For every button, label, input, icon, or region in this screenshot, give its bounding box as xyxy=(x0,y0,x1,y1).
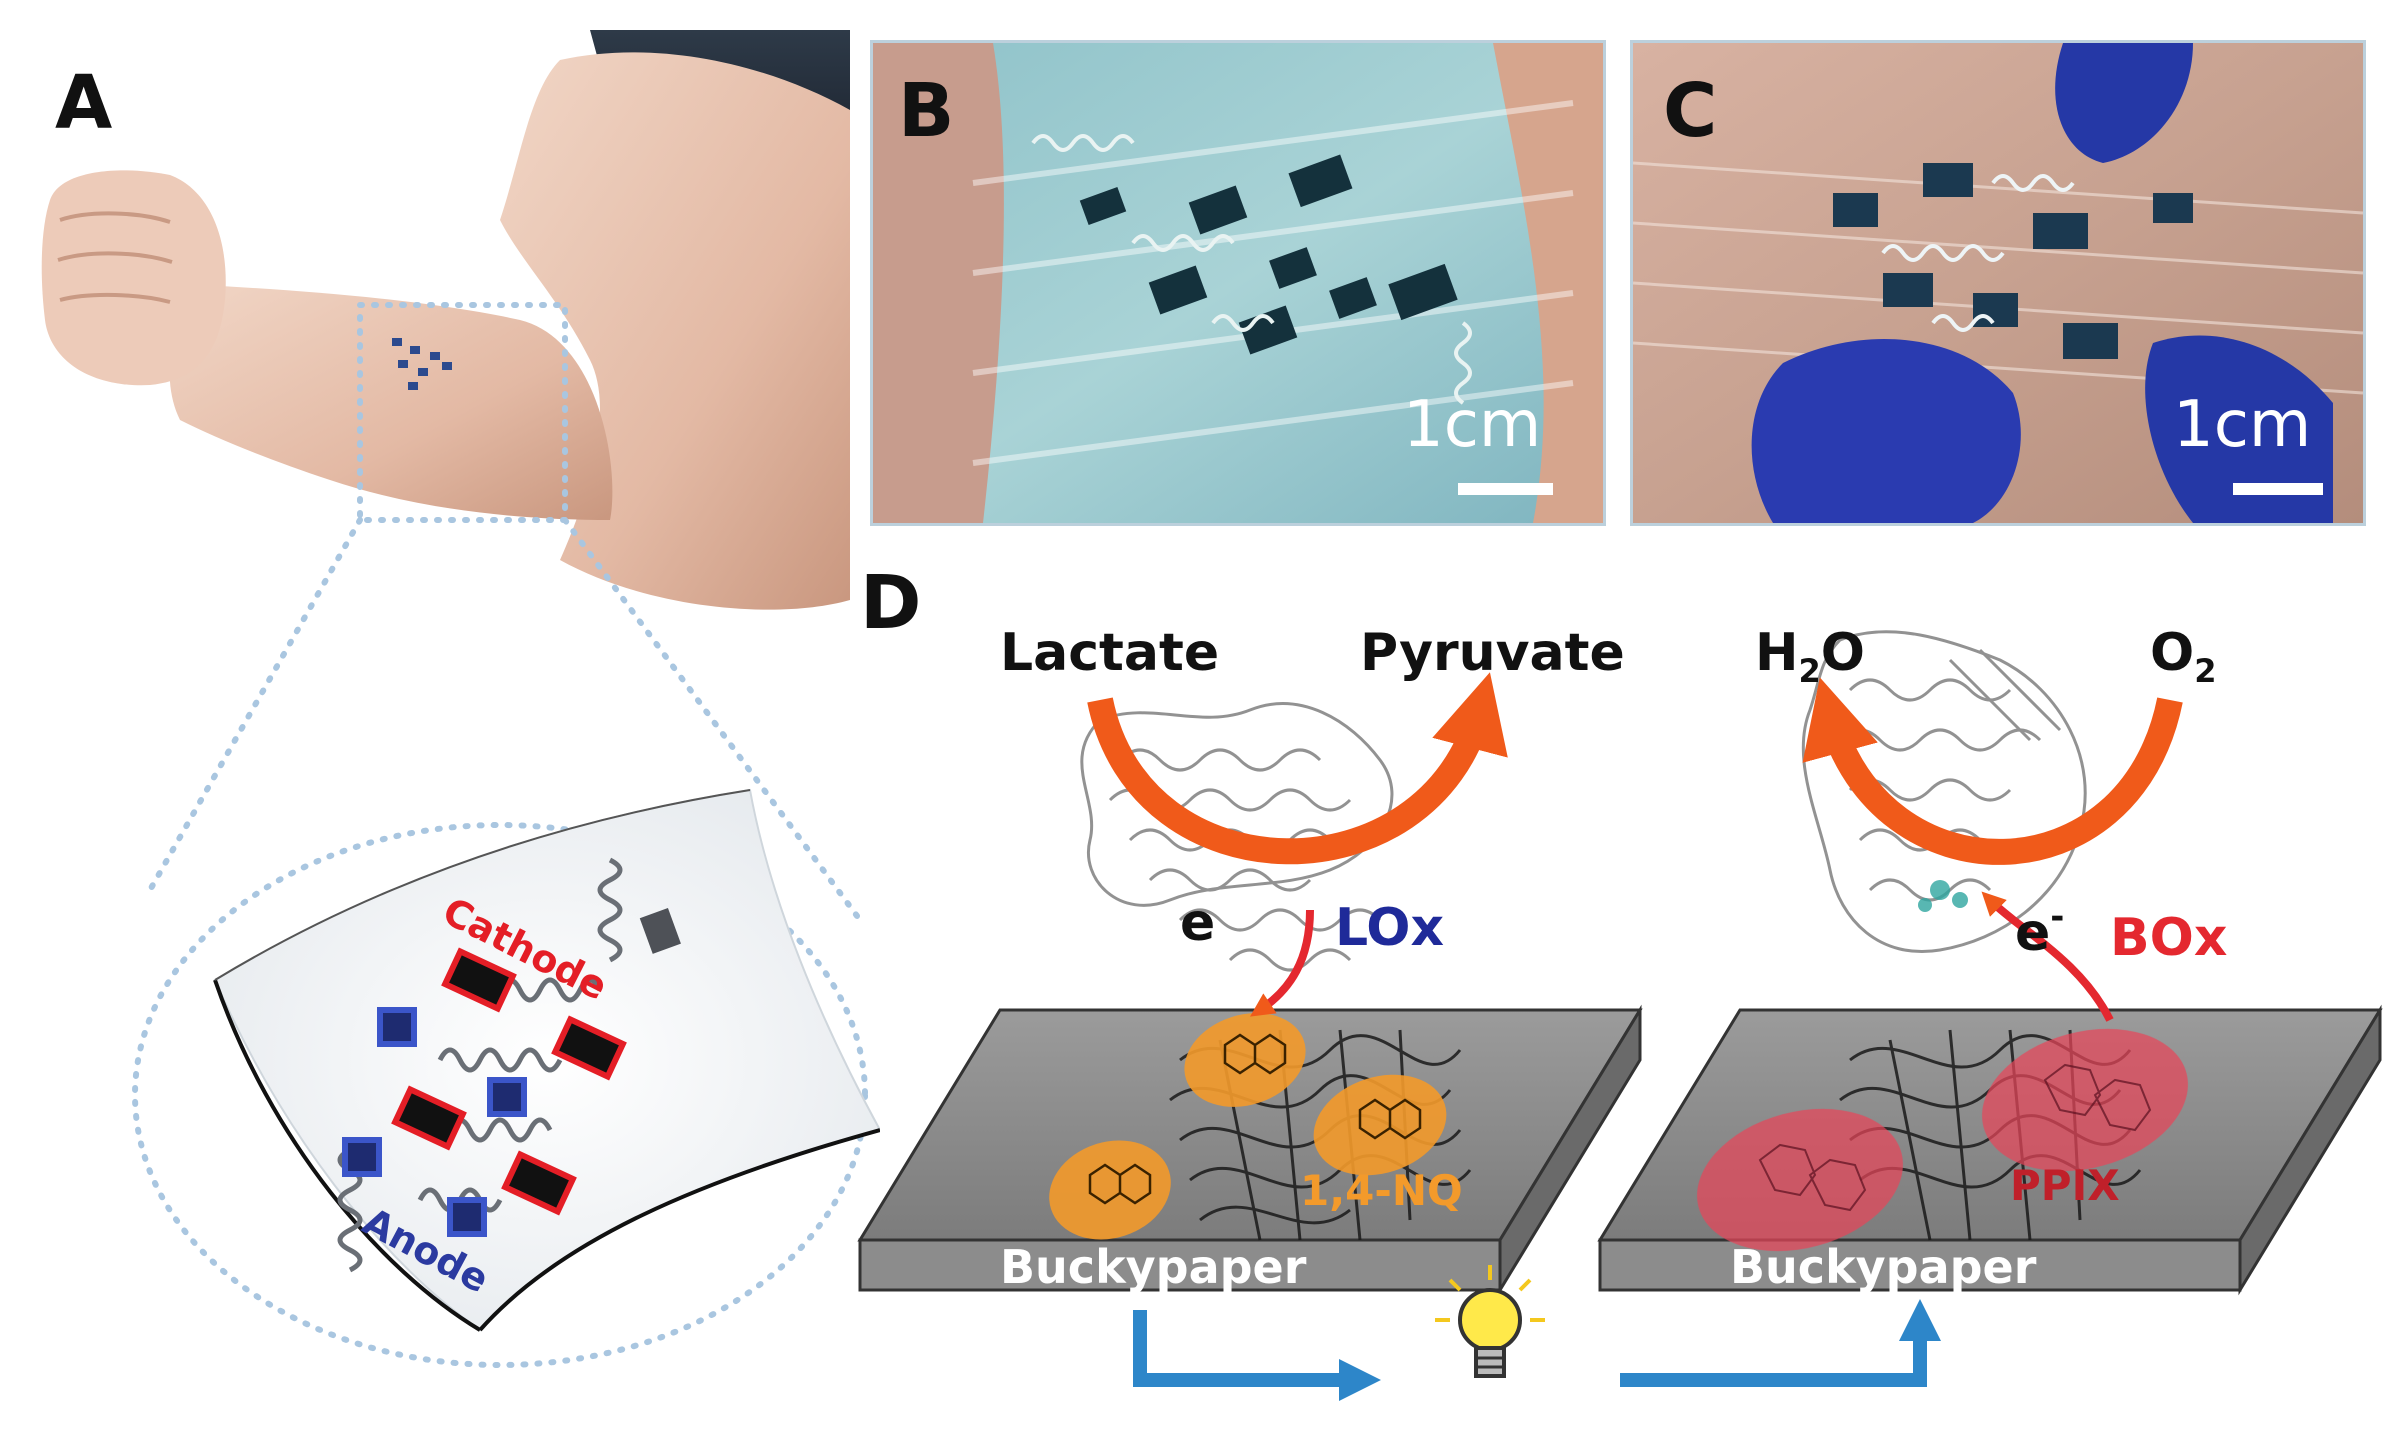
left-protein-structure xyxy=(1080,702,1394,972)
lox-label: LOx xyxy=(1335,898,1444,958)
panel-c-letter: C xyxy=(1663,68,1718,154)
stretched-device-image xyxy=(873,43,1603,523)
panel-c-scale-label: 1cm xyxy=(2173,388,2312,462)
ppix-label: PPIX xyxy=(2010,1161,2120,1210)
panel-a: A xyxy=(0,0,880,1433)
right-buckypaper-label: Buckypaper xyxy=(1730,1240,2037,1294)
left-electron-label: e xyxy=(1180,893,1215,953)
nq-label: 1,4-NQ xyxy=(1300,1166,1463,1215)
panel-b-photo: B 1cm xyxy=(870,40,1606,526)
device-schematic: Cathode Anode xyxy=(132,517,880,1368)
panel-c-scale-bar xyxy=(2233,483,2323,495)
lactate-label: Lactate xyxy=(1000,623,1219,683)
twisted-device-image xyxy=(1633,43,2363,523)
arm-photo xyxy=(41,30,850,610)
panel-d-letter: D xyxy=(860,560,922,646)
panel-b-scale-bar xyxy=(1458,483,1553,495)
flow-arrow-left xyxy=(1133,1310,1381,1401)
oxygen-label: O2 xyxy=(2150,623,2216,690)
right-buckypaper-top xyxy=(1597,1008,2383,1242)
left-buckypaper-label: Buckypaper xyxy=(1000,1240,1307,1294)
bulb-icon xyxy=(1435,1265,1545,1378)
right-protein-structure xyxy=(1801,630,2087,953)
pyruvate-label: Pyruvate xyxy=(1360,623,1625,683)
panel-b-scale-label: 1cm xyxy=(1403,388,1542,462)
right-electron-label: e- xyxy=(2015,897,2064,963)
left-buckypaper-top xyxy=(857,1008,1643,1242)
panel-a-letter: A xyxy=(55,60,113,146)
flow-arrow-right xyxy=(1620,1299,1941,1387)
water-label: H2O xyxy=(1755,623,1865,690)
panel-c-photo: C 1cm xyxy=(1630,40,2366,526)
panel-b-letter: B xyxy=(898,68,955,154)
box-label: BOx xyxy=(2110,908,2227,968)
